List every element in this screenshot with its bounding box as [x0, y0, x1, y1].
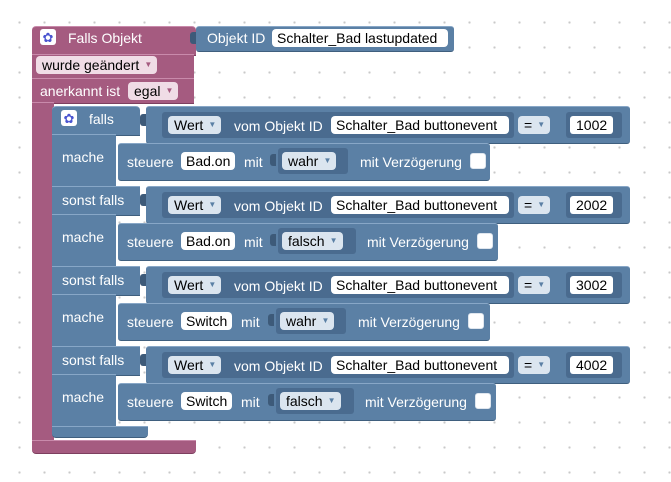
input-connector [268, 314, 274, 326]
of-object-label: vom Objekt ID [234, 118, 323, 134]
input-connector [140, 354, 146, 366]
value-type-text: Wert [174, 357, 204, 373]
target-field[interactable]: Bad.on [181, 232, 236, 250]
target-field[interactable]: Switch [181, 312, 233, 330]
trigger-title: Falls Objekt [68, 30, 142, 46]
number-field[interactable]: 2002 [570, 196, 614, 214]
delay-checkbox[interactable] [468, 313, 484, 329]
of-object-label: vom Objekt ID [234, 358, 323, 374]
operator-text: = [524, 357, 533, 373]
value-type-text: Wert [174, 277, 204, 293]
operator-dropdown[interactable]: = ▼ [518, 276, 551, 294]
input-connector [268, 394, 274, 406]
control-label: steuere [127, 234, 174, 250]
with-label: mit [244, 234, 263, 250]
do-label-2: mache [62, 229, 105, 245]
do-label-4: mache [62, 389, 105, 405]
delay-checkbox[interactable] [475, 393, 491, 409]
do-label-1: mache [62, 149, 105, 165]
operator-text: = [524, 117, 533, 133]
delay-checkbox[interactable] [477, 233, 493, 249]
control-label: steuere [127, 314, 174, 330]
elseif-label-2: sonst falls [62, 192, 125, 208]
delay-label: mit Verzögerung [360, 154, 462, 170]
input-connector [140, 114, 146, 126]
boolean-dropdown[interactable]: wahr ▼ [282, 152, 337, 170]
chevron-down-icon: ▼ [208, 280, 217, 289]
delay-label: mit Verzögerung [358, 314, 460, 330]
boolean-dropdown[interactable]: falsch ▼ [282, 232, 343, 250]
chevron-down-icon: ▼ [208, 360, 217, 369]
operator-text: = [524, 197, 533, 213]
target-field[interactable]: Bad.on [181, 152, 236, 170]
object-id-field[interactable]: Schalter_Bad buttonevent [331, 276, 509, 294]
control-label: steuere [127, 394, 174, 410]
boolean-text: falsch [288, 233, 325, 249]
with-label: mit [241, 314, 260, 330]
operator-text: = [524, 277, 533, 293]
if-label: falls [89, 111, 114, 127]
delay-label: mit Verzögerung [365, 394, 467, 410]
operator-dropdown[interactable]: = ▼ [518, 116, 551, 134]
delay-label: mit Verzögerung [367, 234, 469, 250]
boolean-text: falsch [286, 393, 323, 409]
with-label: mit [241, 394, 260, 410]
gear-icon[interactable]: ✿ [61, 110, 77, 126]
chevron-down-icon: ▼ [208, 200, 217, 209]
operator-dropdown[interactable]: = ▼ [518, 356, 551, 374]
operator-dropdown[interactable]: = ▼ [518, 196, 551, 214]
boolean-dropdown[interactable]: falsch ▼ [280, 392, 341, 410]
control-label: steuere [127, 154, 174, 170]
chevron-down-icon: ▼ [208, 120, 217, 129]
ack-dropdown-value: egal [134, 83, 161, 99]
chevron-down-icon: ▼ [537, 200, 546, 209]
object-id-field[interactable]: Schalter_Bad buttonevent [331, 116, 509, 134]
chevron-down-icon: ▼ [323, 156, 332, 165]
change-dropdown-value: wurde geändert [42, 57, 140, 73]
elseif-label-4: sonst falls [62, 352, 125, 368]
value-type-dropdown[interactable]: Wert ▼ [168, 356, 222, 374]
input-connector [270, 154, 276, 166]
object-id-label: Objekt ID [207, 30, 266, 46]
delay-checkbox[interactable] [470, 153, 486, 169]
ack-dropdown[interactable]: egal ▼ [128, 82, 179, 100]
chevron-down-icon: ▼ [537, 360, 546, 369]
elseif-label-3: sonst falls [62, 272, 125, 288]
chevron-down-icon: ▼ [327, 396, 336, 405]
number-field[interactable]: 1002 [570, 116, 614, 134]
of-object-label: vom Objekt ID [234, 278, 323, 294]
do-label-3: mache [62, 309, 105, 325]
boolean-text: wahr [288, 153, 319, 169]
number-field[interactable]: 4002 [570, 356, 614, 374]
ack-label: anerkannt ist [40, 83, 121, 99]
value-type-dropdown[interactable]: Wert ▼ [168, 196, 222, 214]
chevron-down-icon: ▼ [329, 236, 338, 245]
number-field[interactable]: 3002 [570, 276, 614, 294]
value-type-dropdown[interactable]: Wert ▼ [168, 116, 222, 134]
input-connector [270, 234, 276, 246]
input-connector [140, 194, 146, 206]
value-type-text: Wert [174, 117, 204, 133]
object-id-field[interactable]: Schalter_Bad buttonevent [331, 196, 509, 214]
input-connector [140, 274, 146, 286]
change-dropdown[interactable]: wurde geändert ▼ [36, 56, 158, 74]
of-object-label: vom Objekt ID [234, 198, 323, 214]
boolean-dropdown[interactable]: wahr ▼ [280, 312, 335, 330]
gear-icon[interactable]: ✿ [40, 29, 56, 45]
chevron-down-icon: ▼ [537, 120, 546, 129]
with-label: mit [244, 154, 263, 170]
chevron-down-icon: ▼ [144, 60, 153, 69]
target-field[interactable]: Switch [181, 392, 233, 410]
chevron-down-icon: ▼ [165, 86, 174, 95]
boolean-text: wahr [286, 313, 317, 329]
chevron-down-icon: ▼ [537, 280, 546, 289]
chevron-down-icon: ▼ [321, 316, 330, 325]
input-connector [190, 32, 196, 44]
value-type-text: Wert [174, 197, 204, 213]
object-id-field[interactable]: Schalter_Bad buttonevent [331, 356, 509, 374]
object-id-field[interactable]: Schalter_Bad lastupdated [272, 29, 448, 47]
value-type-dropdown[interactable]: Wert ▼ [168, 276, 222, 294]
